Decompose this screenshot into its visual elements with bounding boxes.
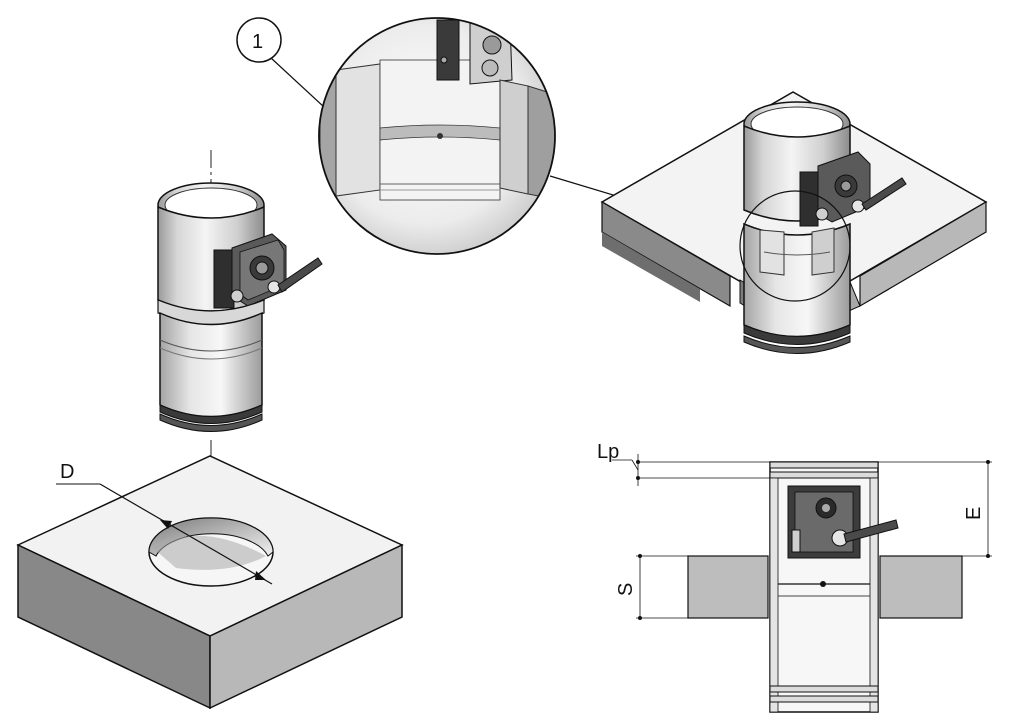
- lp-label: Lp: [597, 441, 619, 463]
- wall-section-right: [879, 555, 963, 619]
- elevation-view: Lp E S: [597, 441, 992, 713]
- detail-callout: 1: [236, 17, 757, 255]
- actuator-front-elevation: [787, 485, 899, 559]
- detail-magnified-view: [319, 18, 555, 254]
- callout-number: 1: [252, 31, 263, 53]
- wall-section-left: [687, 555, 769, 619]
- concrete-slab-with-hole: [16, 455, 404, 710]
- callout-circle: [236, 17, 282, 63]
- dimension-diameter: D: [56, 461, 273, 585]
- dimension-lines: [612, 454, 992, 620]
- detail-circle-border: [318, 17, 556, 255]
- damper-assembly-left: [157, 150, 323, 590]
- actuator-box-left: [213, 233, 323, 309]
- s-label: S: [615, 583, 637, 596]
- installed-assembly: [600, 91, 988, 354]
- diameter-label: D: [60, 461, 74, 483]
- e-label: E: [963, 507, 985, 520]
- detail-reference-circle: [739, 190, 851, 302]
